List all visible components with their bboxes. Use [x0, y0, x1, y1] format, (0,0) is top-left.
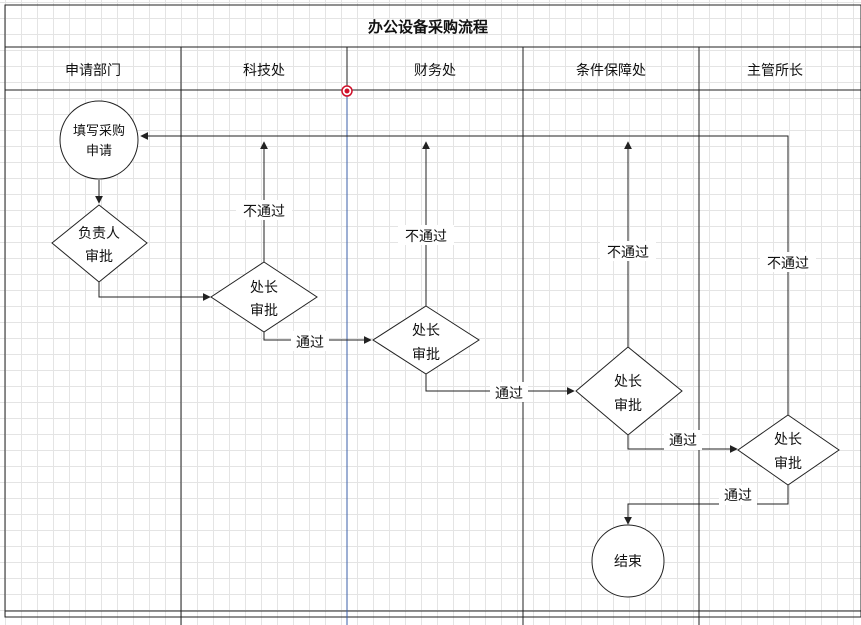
edge-label-support-pass: 通过: [669, 433, 697, 449]
edge-tech-pass[interactable]: [263, 332, 372, 344]
edge-label-bg: [291, 331, 329, 351]
tech-review-line2: 审批: [250, 303, 278, 319]
start-node[interactable]: [59, 100, 139, 180]
support-review-decision[interactable]: [575, 346, 683, 436]
end-node-label: 结束: [614, 554, 642, 570]
dept-review-decision[interactable]: [51, 204, 148, 283]
director-review-line1: 处长: [774, 432, 802, 448]
dept-review-line2: 审批: [85, 249, 113, 265]
lane-header-support[interactable]: 条件保障处: [576, 62, 646, 79]
edge-label-bg: [719, 485, 757, 505]
finance-review-line2: 审批: [412, 347, 440, 363]
director-review-decision[interactable]: [737, 414, 840, 486]
selection-handle-dot: [344, 88, 350, 94]
dept-review-line1: 负责人: [78, 226, 120, 242]
start-node-line1: 填写采购: [73, 123, 125, 139]
edge-label-director-pass: 通过: [724, 488, 752, 504]
edge-label-finance-fail: 不通过: [405, 229, 447, 245]
edge-director-pass[interactable]: [624, 485, 789, 525]
edge-label-support-fail: 不通过: [607, 245, 649, 261]
lane-header-finance[interactable]: 财务处: [414, 63, 456, 79]
edge-label-bg: [490, 382, 528, 402]
edge-label-tech-pass: 通过: [296, 335, 324, 351]
lane-header-applicant[interactable]: 申请部门: [65, 63, 121, 79]
lane-header-director[interactable]: 主管所长: [747, 63, 803, 79]
edge-director-fail[interactable]: [140, 132, 789, 415]
end-node[interactable]: [591, 524, 665, 598]
finance-review-decision[interactable]: [372, 305, 480, 375]
edge-label-bg: [664, 430, 702, 450]
tech-review-line1: 处长: [250, 280, 278, 296]
edge-label-bg: [600, 241, 656, 261]
edge-label-bg: [236, 200, 292, 220]
edge-label-bg: [398, 225, 454, 245]
lane-header-tech[interactable]: 科技处: [243, 63, 285, 79]
edge-dept-to-tech[interactable]: [98, 282, 211, 301]
diagram-title: 办公设备采购流程: [368, 18, 488, 36]
edge-label-bg: [760, 252, 816, 272]
support-review-line2: 审批: [614, 398, 642, 414]
edge-label-finance-pass: 通过: [495, 386, 523, 402]
edge-label-tech-fail: 不通过: [243, 204, 285, 220]
tech-review-decision[interactable]: [210, 261, 318, 333]
director-review-line2: 审批: [774, 456, 802, 472]
support-review-line1: 处长: [614, 374, 642, 390]
edge-label-director-fail: 不通过: [767, 256, 809, 272]
start-node-line2: 申请: [86, 144, 112, 159]
pool-border[interactable]: [4, 4, 861, 618]
finance-review-line1: 处长: [412, 323, 440, 339]
